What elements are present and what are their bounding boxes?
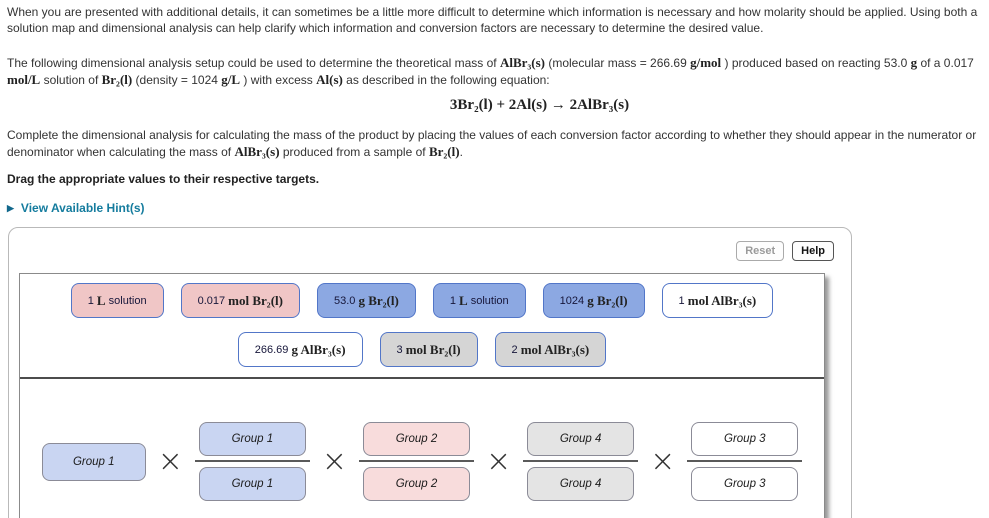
target-group-label: Group 3 bbox=[724, 433, 766, 445]
chip[interactable]: 2 mol AlBr₃(s) bbox=[494, 332, 607, 367]
chip-bank-row-2: 266.69 g AlBr₃(s) 3 mol Br₂(l) 2 mol AlBr₃… bbox=[20, 332, 824, 367]
multiply-operator: × bbox=[486, 443, 512, 479]
hint-expand-triangle-icon[interactable]: ▶ bbox=[7, 203, 14, 213]
fraction-denominator-target[interactable]: Group 4 bbox=[527, 467, 635, 501]
target-group-label: Group 2 bbox=[395, 478, 438, 490]
target-group-label: Group 1 bbox=[231, 478, 274, 490]
fraction-denominator-target[interactable]: Group 3 bbox=[691, 467, 799, 501]
intro-paragraph: When you are presented with additional d… bbox=[7, 5, 978, 35]
problem-paragraph: The following dimensional analysis setup… bbox=[7, 55, 974, 87]
chip[interactable]: 0.017 mol Br₂(l) bbox=[180, 283, 300, 318]
chip[interactable]: 53.0 g Br₂(l) bbox=[316, 283, 416, 318]
hint-row: ▶ View Available Hint(s) bbox=[7, 201, 982, 215]
instruction-paragraph: Complete the dimensional analysis for ca… bbox=[7, 128, 977, 159]
chip[interactable]: 266.69 g AlBr₃(s) bbox=[237, 332, 363, 367]
fraction-bar bbox=[523, 460, 639, 462]
activity-panel: Reset Help 1 L solution 0.017 mol Br₂(l) 5… bbox=[8, 227, 852, 518]
drag-drop-workspace: 1 L solution 0.017 mol Br₂(l) 53.0 g Br₂(l… bbox=[19, 273, 825, 518]
multiply-operator: × bbox=[321, 443, 347, 479]
target-group-label: Group 4 bbox=[559, 478, 602, 490]
chip-bank-row-1: 1 L solution 0.017 mol Br₂(l) 53.0 g Br₂(l… bbox=[20, 283, 824, 318]
fraction-numerator-target[interactable]: Group 2 bbox=[363, 422, 470, 456]
multiply-operator: × bbox=[157, 443, 183, 479]
fraction-denominator-target[interactable]: Group 1 bbox=[198, 467, 306, 501]
help-button[interactable]: Help bbox=[792, 241, 834, 261]
expression-area: Group 1 × Group 1 Group 1 × Group 2 bbox=[20, 422, 824, 501]
chip[interactable]: 3 mol Br₂(l) bbox=[379, 332, 478, 367]
fraction-group-3: Group 4 Group 4 bbox=[523, 422, 639, 501]
target-group-label: Group 1 bbox=[72, 455, 115, 468]
chip[interactable]: 1 L solution bbox=[70, 283, 164, 318]
fraction-denominator-target[interactable]: Group 2 bbox=[363, 467, 470, 501]
hint-link[interactable]: View Available Hint(s) bbox=[20, 201, 145, 215]
chip[interactable]: 1024 g Br₂(l) bbox=[542, 283, 645, 318]
fraction-group-1: Group 1 Group 1 bbox=[194, 422, 310, 501]
fraction-numerator-target[interactable]: Group 3 bbox=[691, 422, 799, 456]
activity-toolbar: Reset Help bbox=[736, 241, 834, 261]
fraction-numerator-target[interactable]: Group 1 bbox=[198, 422, 306, 456]
fraction-group-4: Group 3 Group 3 bbox=[687, 422, 803, 501]
chip[interactable]: 1 L solution bbox=[432, 283, 526, 318]
standalone-target[interactable]: Group 1 bbox=[41, 442, 146, 481]
fraction-group-2: Group 2 Group 2 bbox=[359, 422, 474, 501]
chip[interactable]: 1 mol AlBr₃(s) bbox=[661, 283, 774, 318]
target-group-label: Group 4 bbox=[559, 433, 602, 445]
multiply-operator: × bbox=[650, 443, 676, 479]
drag-instruction: Drag the appropriate values to their res… bbox=[7, 172, 320, 186]
bank-divider bbox=[20, 377, 824, 379]
reset-button[interactable]: Reset bbox=[736, 241, 785, 261]
target-group-label: Group 2 bbox=[395, 433, 438, 445]
fraction-bar bbox=[687, 460, 803, 462]
fraction-numerator-target[interactable]: Group 4 bbox=[527, 422, 635, 456]
fraction-bar bbox=[359, 460, 474, 462]
target-group-label: Group 1 bbox=[231, 433, 274, 445]
fraction-bar bbox=[194, 460, 310, 462]
target-group-label: Group 3 bbox=[724, 478, 766, 490]
reaction-equation: 3Br₂(l) + 2Al(s) → 2AlBr₃(s) bbox=[449, 97, 630, 113]
item-bank: 1 L solution 0.017 mol Br₂(l) 53.0 g Br₂(l… bbox=[20, 274, 824, 377]
